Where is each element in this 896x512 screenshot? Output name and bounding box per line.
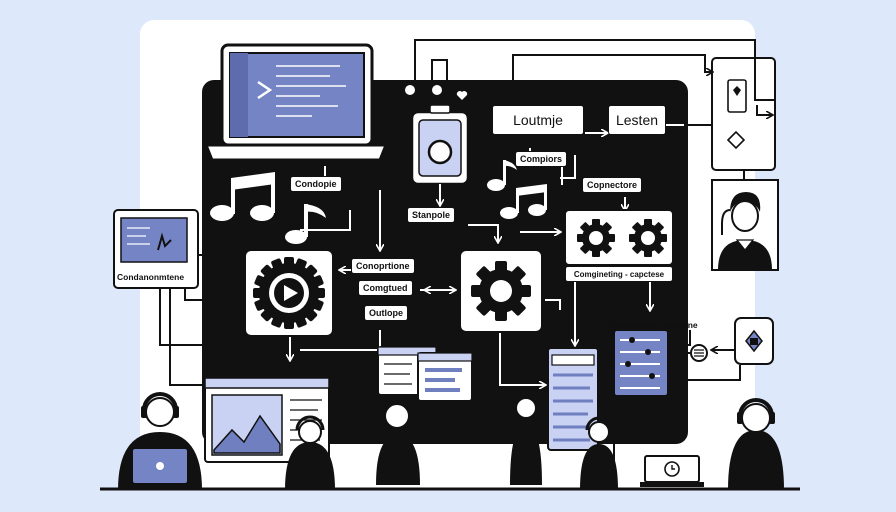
label-stanpole: Stanpole (407, 207, 456, 223)
music-notes-icon-2 (487, 160, 547, 219)
person-4 (510, 392, 542, 485)
label-lesten: Lesten (608, 105, 666, 135)
control-panel-icon (613, 329, 669, 397)
laptop-clock-icon (640, 455, 704, 487)
music-notes-icon (210, 172, 326, 244)
label-outlope: Outlope (364, 305, 408, 321)
stacked-windows-icon (377, 346, 473, 402)
person-2 (285, 415, 335, 490)
label-conoprtione: Conoprtione (351, 258, 415, 274)
label-comgtued: Comgtued (358, 280, 413, 296)
laptop-icon (203, 43, 389, 162)
label-condopie: Condopie (290, 176, 342, 192)
label-loutmje: Loutmje (492, 105, 584, 135)
secure-device-icon (734, 317, 774, 365)
person-5 (580, 416, 618, 490)
center-gear-icon (459, 249, 543, 333)
device-icon (410, 104, 470, 186)
label-copnectore: Copnectore (582, 177, 643, 193)
diamond-icon (726, 130, 746, 150)
person-right (728, 398, 784, 490)
browser-window-icon (204, 377, 330, 463)
left-monitor-icon (113, 209, 199, 289)
play-gear-icon (244, 249, 334, 337)
person-3 (376, 398, 420, 485)
server-panel-icon (547, 347, 599, 451)
label-condanotrio-pecttione: Condanotrio pecttione (607, 320, 698, 330)
label-condanonmtene: Condanonmtene (117, 272, 185, 282)
double-gear-icon (564, 209, 674, 266)
person-with-laptop-left (118, 392, 202, 490)
label-compiors: Compiors (515, 151, 568, 167)
label-comgineting-capctese: Comgineting - capctese (565, 266, 673, 282)
